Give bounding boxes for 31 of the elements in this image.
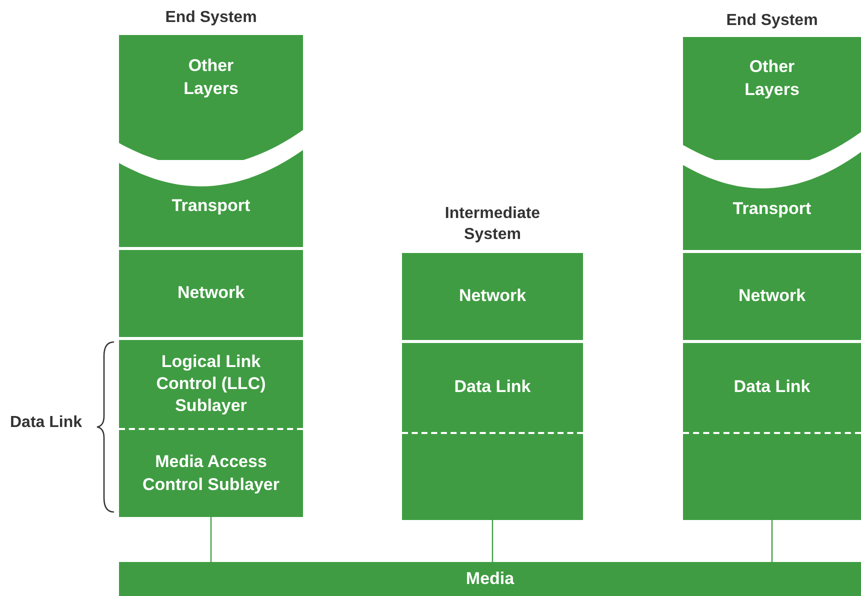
layer-block	[119, 428, 303, 517]
layer-label: Media	[466, 568, 514, 590]
layer-label: Media Access Control Sublayer	[142, 451, 280, 496]
layer-block	[683, 150, 861, 250]
layer-block	[119, 35, 303, 160]
layer-block	[402, 253, 583, 340]
column-heading: Intermediate System	[444, 204, 542, 245]
connector-line	[771, 520, 773, 562]
layer-label: Network	[177, 282, 245, 304]
layer-label: Data Link	[734, 376, 810, 398]
layer-label: Data Link	[454, 376, 531, 398]
layer-block	[119, 340, 303, 428]
layer-label: Other Layers	[182, 55, 240, 100]
layer-label: Network	[458, 285, 526, 308]
connector-line	[492, 520, 494, 562]
layer-block	[119, 148, 303, 247]
layer-block	[683, 37, 861, 160]
connector-line	[210, 517, 212, 562]
layer-label: Logical Link Control (LLC) Sublayer	[155, 350, 267, 418]
column-heading: End System	[164, 8, 258, 28]
layer-block	[683, 253, 861, 340]
column-heading: End System	[725, 11, 819, 31]
bracket-label: Data Link	[10, 414, 82, 432]
media-bar	[119, 562, 861, 596]
layer-label: Other Layers	[744, 56, 800, 100]
layer-block	[119, 250, 303, 337]
layer-label: Network	[738, 285, 806, 308]
layer-label: Transport	[732, 198, 812, 220]
layer-block	[402, 343, 583, 520]
layer-label: Transport	[172, 195, 250, 218]
layer-block	[683, 343, 861, 520]
